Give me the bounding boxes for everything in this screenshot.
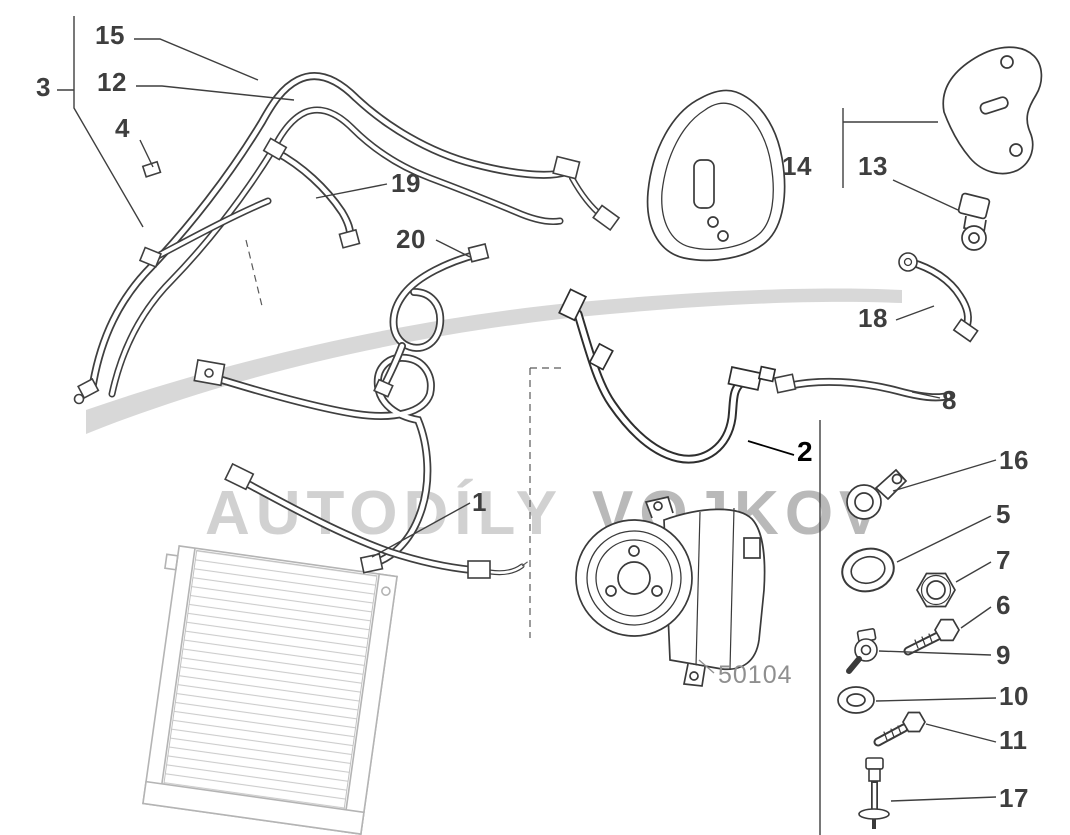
leader-line-50104 — [698, 659, 715, 674]
callout-12: 12 — [97, 67, 127, 97]
callout-9: 9 — [996, 640, 1011, 670]
callout-4: 4 — [115, 113, 130, 143]
hose-part-19 — [262, 137, 361, 249]
clamp-16 — [846, 468, 908, 520]
callout-3: 3 — [36, 72, 51, 102]
callout-14: 14 — [782, 151, 812, 181]
bolt-11 — [873, 711, 926, 747]
callout-5: 5 — [996, 499, 1011, 529]
nut-7 — [916, 572, 956, 608]
valve-9 — [846, 628, 878, 674]
callout-6: 6 — [996, 590, 1011, 620]
hose-part-20 — [373, 243, 490, 398]
construction-dashed-lines — [245, 239, 562, 638]
part-number-50104: 50104 — [718, 661, 793, 689]
sensor-13 — [957, 192, 991, 251]
service-valve-17 — [858, 757, 890, 829]
grommet-10 — [837, 686, 875, 714]
callout-7: 7 — [996, 545, 1011, 575]
callout-1: 1 — [472, 487, 487, 517]
trim-panel — [646, 89, 786, 262]
mounting-bracket-14 — [942, 46, 1043, 175]
bolt-6 — [903, 618, 960, 656]
callout-19: 19 — [391, 168, 421, 198]
callout-8: 8 — [942, 385, 957, 415]
callout-10: 10 — [999, 681, 1029, 711]
hose-assembly-left — [73, 72, 621, 574]
callout-18: 18 — [858, 303, 888, 333]
pipe-bracket-18 — [898, 252, 979, 343]
callout-13: 13 — [858, 151, 888, 181]
callout-15: 15 — [95, 20, 125, 50]
callout-2: 2 — [797, 436, 814, 467]
o-ring-5 — [841, 547, 895, 593]
callout-16: 16 — [999, 445, 1029, 475]
leader-line-part-2 — [747, 440, 795, 456]
leader-lines — [57, 16, 997, 835]
callout-17: 17 — [999, 783, 1029, 813]
hose-part-2 — [558, 288, 777, 464]
condenser — [142, 545, 398, 835]
callout-11: 11 — [999, 725, 1028, 755]
callout-20: 20 — [396, 224, 426, 254]
watermark-swoosh — [86, 288, 902, 434]
hose-fittings — [73, 155, 621, 574]
compressor — [575, 495, 766, 687]
